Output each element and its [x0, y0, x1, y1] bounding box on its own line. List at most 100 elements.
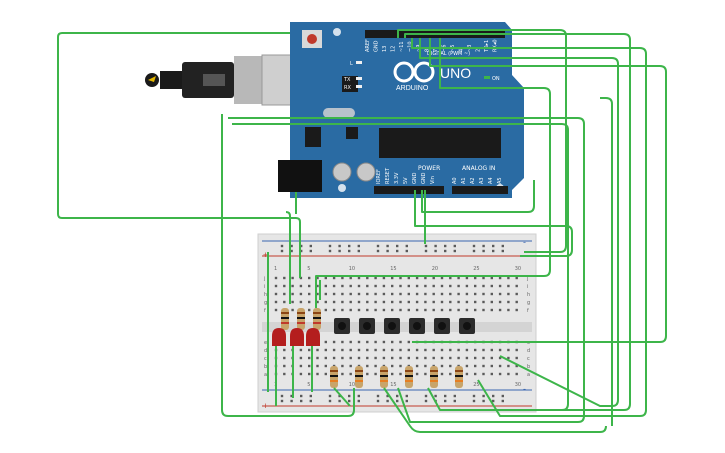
breadboard-hole[interactable]: [501, 249, 504, 253]
breadboard-hole[interactable]: [308, 364, 311, 368]
breadboard-hole[interactable]: [348, 399, 351, 403]
breadboard-hole[interactable]: [415, 292, 419, 296]
breadboard-hole[interactable]: [440, 284, 444, 288]
breadboard-hole[interactable]: [453, 244, 456, 248]
breadboard-hole[interactable]: [424, 372, 427, 376]
breadboard-hole[interactable]: [366, 340, 369, 344]
wire-gnd-loop[interactable]: [421, 180, 535, 213]
breadboard-hole[interactable]: [376, 394, 380, 398]
breadboard-hole[interactable]: [444, 244, 447, 248]
breadboard-hole[interactable]: [374, 372, 377, 376]
wire-pin-11[interactable]: [411, 38, 647, 417]
breadboard-hole[interactable]: [308, 284, 311, 288]
breadboard-hole[interactable]: [490, 284, 493, 288]
breadboard-hole[interactable]: [424, 364, 427, 368]
breadboard-hole[interactable]: [399, 276, 402, 280]
wire-pin-8[interactable]: [315, 38, 551, 308]
breadboard-hole[interactable]: [374, 300, 377, 304]
breadboard-hole[interactable]: [308, 300, 311, 304]
breadboard-hole[interactable]: [405, 249, 408, 253]
breadboard-hole[interactable]: [386, 244, 389, 248]
breadboard-hole[interactable]: [290, 399, 293, 403]
breadboard-hole[interactable]: [474, 348, 477, 352]
breadboard-hole[interactable]: [453, 394, 456, 398]
breadboard-hole[interactable]: [308, 356, 311, 360]
breadboard-hole[interactable]: [374, 284, 377, 288]
breadboard-hole[interactable]: [440, 364, 444, 368]
breadboard-hole[interactable]: [324, 372, 327, 376]
breadboard-hole[interactable]: [332, 308, 336, 312]
breadboard-hole[interactable]: [341, 284, 344, 288]
breadboard-hole[interactable]: [274, 284, 278, 288]
breadboard-hole[interactable]: [482, 300, 485, 304]
breadboard-hole[interactable]: [449, 292, 452, 296]
breadboard-hole[interactable]: [474, 356, 477, 360]
breadboard-hole[interactable]: [274, 292, 278, 296]
breadboard-hole[interactable]: [407, 308, 410, 312]
breadboard-hole[interactable]: [424, 394, 428, 398]
breadboard-hole[interactable]: [366, 308, 369, 312]
breadboard-hole[interactable]: [515, 372, 518, 376]
breadboard-hole[interactable]: [474, 364, 477, 368]
breadboard-hole[interactable]: [432, 308, 435, 312]
breadboard-hole[interactable]: [457, 284, 460, 288]
breadboard-hole[interactable]: [316, 372, 319, 376]
breadboard-hole[interactable]: [357, 244, 360, 248]
breadboard-hole[interactable]: [341, 308, 344, 312]
breadboard-hole[interactable]: [366, 364, 369, 368]
breadboard-hole[interactable]: [498, 292, 502, 296]
breadboard-hole[interactable]: [407, 276, 410, 280]
dc-power-jack[interactable]: [278, 160, 322, 192]
breadboard-hole[interactable]: [449, 348, 452, 352]
breadboard-hole[interactable]: [396, 249, 399, 253]
breadboard-hole[interactable]: [515, 276, 518, 280]
breadboard-hole[interactable]: [341, 372, 344, 376]
breadboard-hole[interactable]: [328, 399, 332, 403]
breadboard-hole[interactable]: [490, 308, 493, 312]
breadboard-hole[interactable]: [349, 356, 352, 360]
breadboard-hole[interactable]: [283, 364, 286, 368]
breadboard-hole[interactable]: [432, 284, 435, 288]
breadboard-hole[interactable]: [490, 364, 493, 368]
breadboard-hole[interactable]: [299, 292, 303, 296]
breadboard-hole[interactable]: [366, 356, 369, 360]
breadboard-hole[interactable]: [415, 348, 419, 352]
breadboard-hole[interactable]: [283, 300, 286, 304]
breadboard-hole[interactable]: [357, 249, 360, 253]
breadboard-hole[interactable]: [405, 394, 408, 398]
breadboard-hole[interactable]: [482, 372, 485, 376]
pushbuttons[interactable]: [334, 318, 475, 334]
breadboard-hole[interactable]: [291, 292, 294, 296]
breadboard-hole[interactable]: [449, 372, 452, 376]
breadboard-hole[interactable]: [515, 356, 518, 360]
breadboard-hole[interactable]: [382, 284, 386, 288]
breadboard-hole[interactable]: [424, 244, 428, 248]
breadboard-hole[interactable]: [324, 308, 327, 312]
breadboard-hole[interactable]: [332, 356, 336, 360]
breadboard-hole[interactable]: [407, 292, 410, 296]
breadboard-hole[interactable]: [465, 356, 469, 360]
breadboard-hole[interactable]: [482, 308, 485, 312]
breadboard-hole[interactable]: [291, 276, 294, 280]
breadboard-hole[interactable]: [349, 300, 352, 304]
breadboard-hole[interactable]: [338, 244, 341, 248]
breadboard-hole[interactable]: [415, 276, 419, 280]
breadboard-hole[interactable]: [399, 284, 402, 288]
breadboard-hole[interactable]: [415, 308, 419, 312]
breadboard-hole[interactable]: [482, 348, 485, 352]
breadboard-hole[interactable]: [349, 364, 352, 368]
breadboard-hole[interactable]: [391, 340, 394, 344]
breadboard-hole[interactable]: [299, 284, 303, 288]
breadboard-hole[interactable]: [440, 276, 444, 280]
breadboard-hole[interactable]: [309, 399, 312, 403]
breadboard-hole[interactable]: [507, 300, 510, 304]
breadboard-hole[interactable]: [341, 348, 344, 352]
breadboard-hole[interactable]: [507, 308, 510, 312]
wire-inner-loop[interactable]: [232, 123, 569, 411]
breadboard-hole[interactable]: [457, 308, 460, 312]
breadboard-hole[interactable]: [440, 308, 444, 312]
breadboard-hole[interactable]: [357, 348, 361, 352]
breadboard-hole[interactable]: [376, 244, 380, 248]
breadboard-hole[interactable]: [357, 284, 361, 288]
